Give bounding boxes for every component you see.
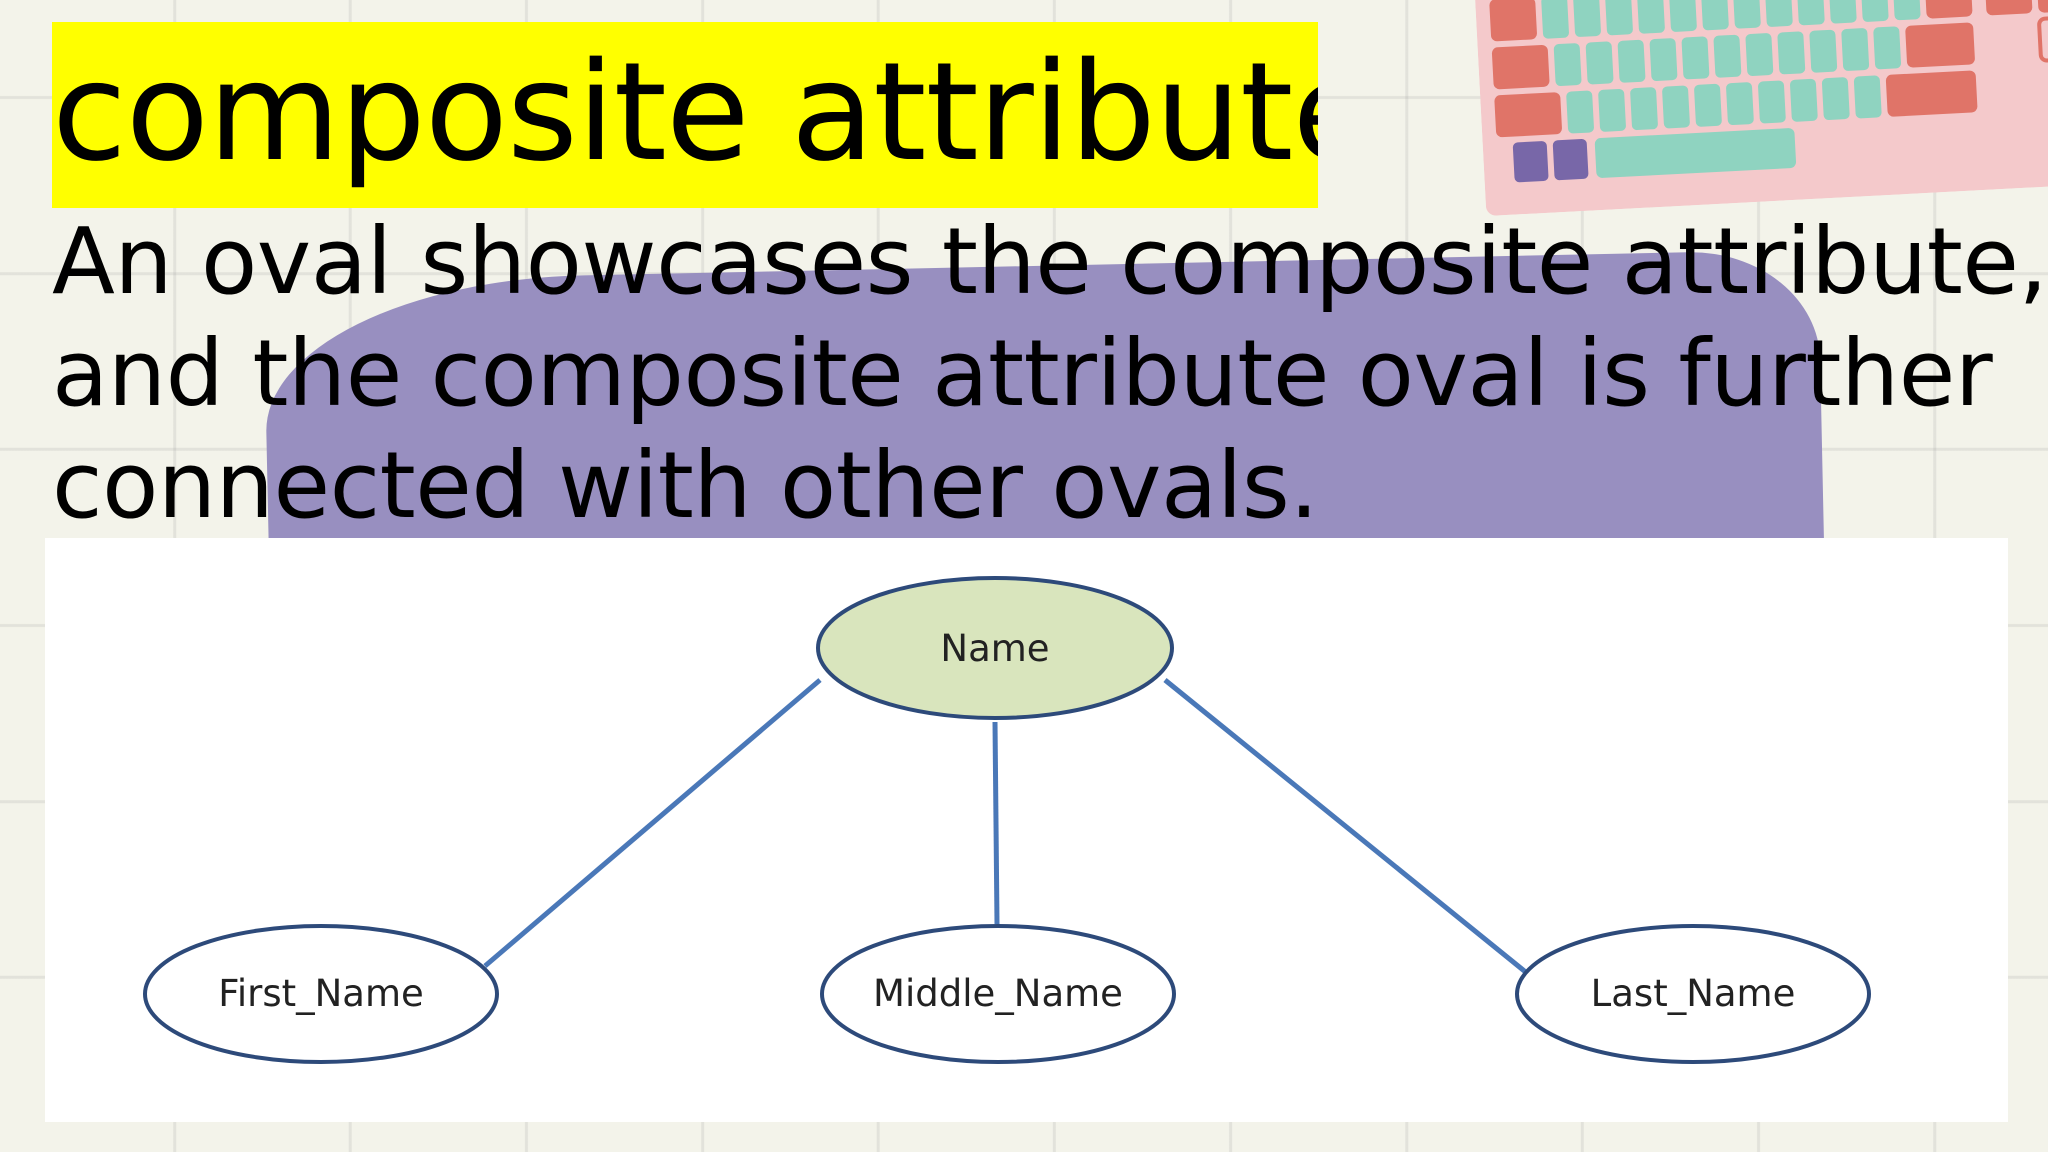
attribute-oval-middle-name: Middle_Name bbox=[820, 924, 1176, 1064]
body-line: An oval showcases the composite attribut… bbox=[52, 208, 2048, 315]
keyboard-illustration bbox=[1474, 0, 2048, 216]
connector-middle-name bbox=[992, 721, 1000, 925]
oval-label-first-name: First_Name bbox=[218, 972, 424, 1015]
connector-last-name bbox=[1163, 678, 1535, 980]
er-diagram: Name First_Name Middle_Name Last_Name bbox=[143, 576, 1871, 1064]
keyboard-row-3 bbox=[1494, 70, 1978, 138]
slide-title-text: composite attribute bbox=[52, 34, 1318, 192]
slide-title: composite attribute bbox=[52, 22, 1318, 208]
attribute-oval-last-name: Last_Name bbox=[1515, 924, 1871, 1064]
keyboard-row-1 bbox=[1489, 0, 2048, 42]
body-line: and the composite attribute oval is furt… bbox=[52, 320, 1993, 427]
oval-label-last-name: Last_Name bbox=[1591, 972, 1796, 1015]
body-line: connected with other ovals. bbox=[52, 432, 1319, 539]
oval-label-middle-name: Middle_Name bbox=[873, 972, 1123, 1015]
connector-first-name bbox=[483, 678, 822, 968]
attribute-oval-first-name: First_Name bbox=[143, 924, 499, 1064]
oval-label-name: Name bbox=[940, 627, 1049, 670]
er-diagram-panel: Name First_Name Middle_Name Last_Name bbox=[45, 538, 2008, 1122]
keyboard-row-4 bbox=[1512, 128, 1797, 183]
composite-attribute-oval: Name bbox=[816, 576, 1174, 720]
keyboard-row-2 bbox=[1491, 14, 2048, 90]
slide-body: An oval showcases the composite attribut… bbox=[52, 206, 2048, 542]
